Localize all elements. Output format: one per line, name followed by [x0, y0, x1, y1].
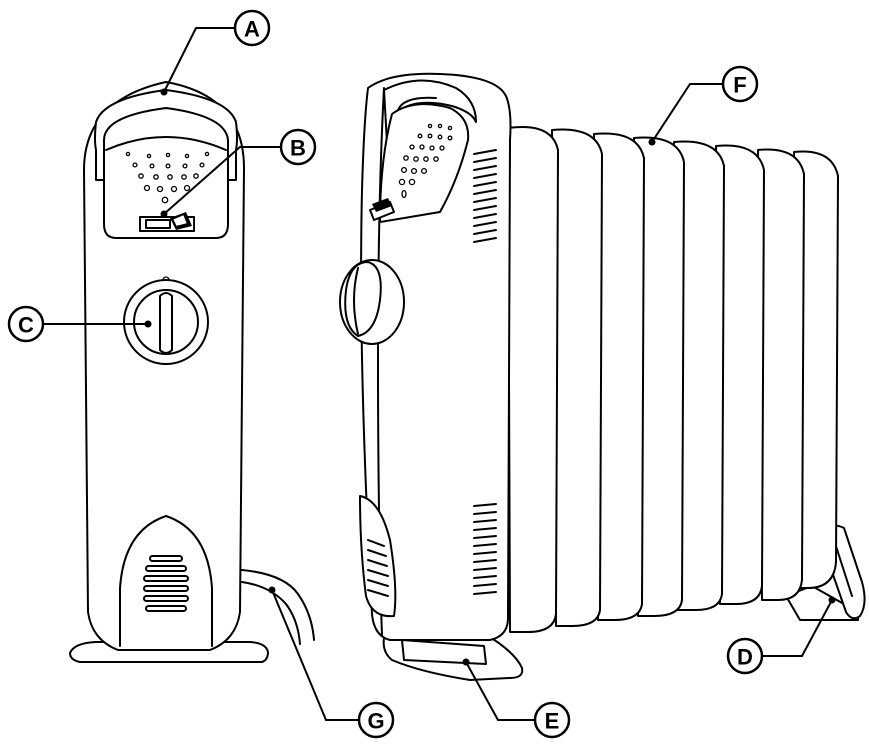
callout-d: D: [726, 596, 836, 675]
side-lower-vent: [359, 495, 397, 618]
callout-g-label: G: [367, 709, 384, 734]
radiator-fins: [507, 126, 839, 633]
callout-a-label: A: [244, 17, 260, 42]
side-vent-grille: [398, 123, 453, 199]
front-power-cord: [241, 569, 315, 645]
callout-d-label: D: [737, 645, 753, 670]
front-power-switch: [139, 212, 195, 232]
callout-a: A: [160, 9, 271, 96]
side-lower-louvres: [473, 503, 497, 595]
callout-b: B: [160, 128, 317, 218]
front-view-heater: [69, 81, 315, 663]
front-bottom-vent: [119, 515, 213, 647]
callout-c-label: C: [18, 313, 34, 338]
callout-e: E: [462, 658, 571, 739]
side-thermostat-knob: [339, 259, 405, 345]
callout-b-label: B: [290, 136, 306, 161]
front-thermostat-dial: [123, 276, 209, 365]
side-power-switch: [369, 198, 395, 221]
callout-c: C: [7, 305, 152, 343]
callout-e-label: E: [545, 709, 560, 734]
top-vent-upper-curve: [105, 136, 227, 151]
callout-f-label: F: [733, 73, 746, 98]
callout-f: F: [648, 65, 759, 146]
side-view-heater: [339, 72, 866, 681]
callout-g: G: [268, 586, 395, 739]
top-vent-grille: [125, 151, 210, 204]
side-upper-louvres: [473, 149, 497, 243]
